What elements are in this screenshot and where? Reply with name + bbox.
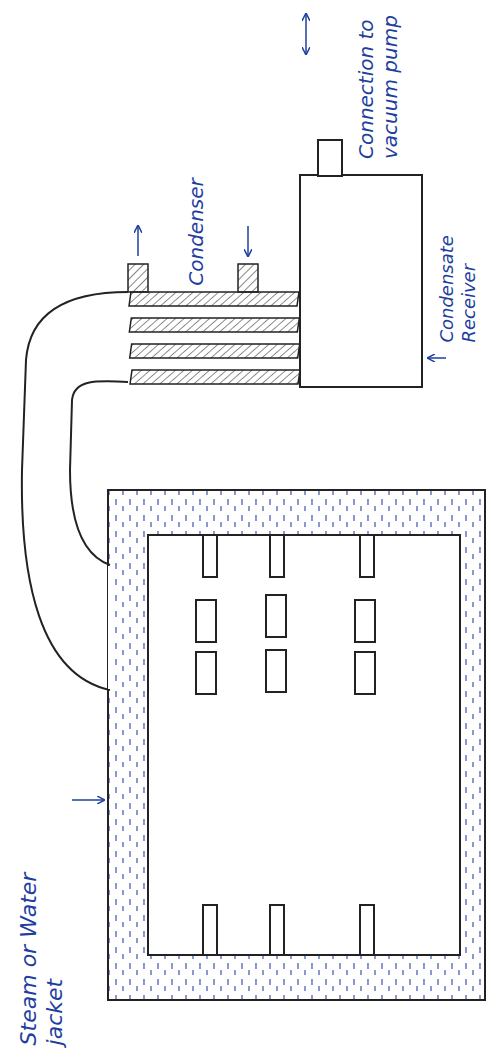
shelves	[196, 535, 375, 955]
vacuum-arrow	[305, 14, 307, 54]
vacuum-connection	[318, 140, 342, 176]
coolant-out-arrow	[137, 226, 139, 256]
jacket-label: Steam or Water jacket	[16, 835, 69, 1045]
drying-chamber	[148, 535, 460, 955]
vapour-pipe	[22, 292, 128, 690]
jacket-leader	[72, 799, 104, 801]
receiver-leader	[428, 357, 446, 359]
condenser-label: Condenser	[184, 178, 208, 286]
coolant-in-arrow	[247, 226, 249, 256]
vacuum-label: Connection to vacuum pump	[354, 9, 402, 159]
receiver-label: Condensate Receiver	[436, 202, 479, 342]
water-jacket	[108, 490, 485, 1000]
condensate-receiver	[300, 175, 422, 387]
condenser-coil	[128, 264, 300, 384]
